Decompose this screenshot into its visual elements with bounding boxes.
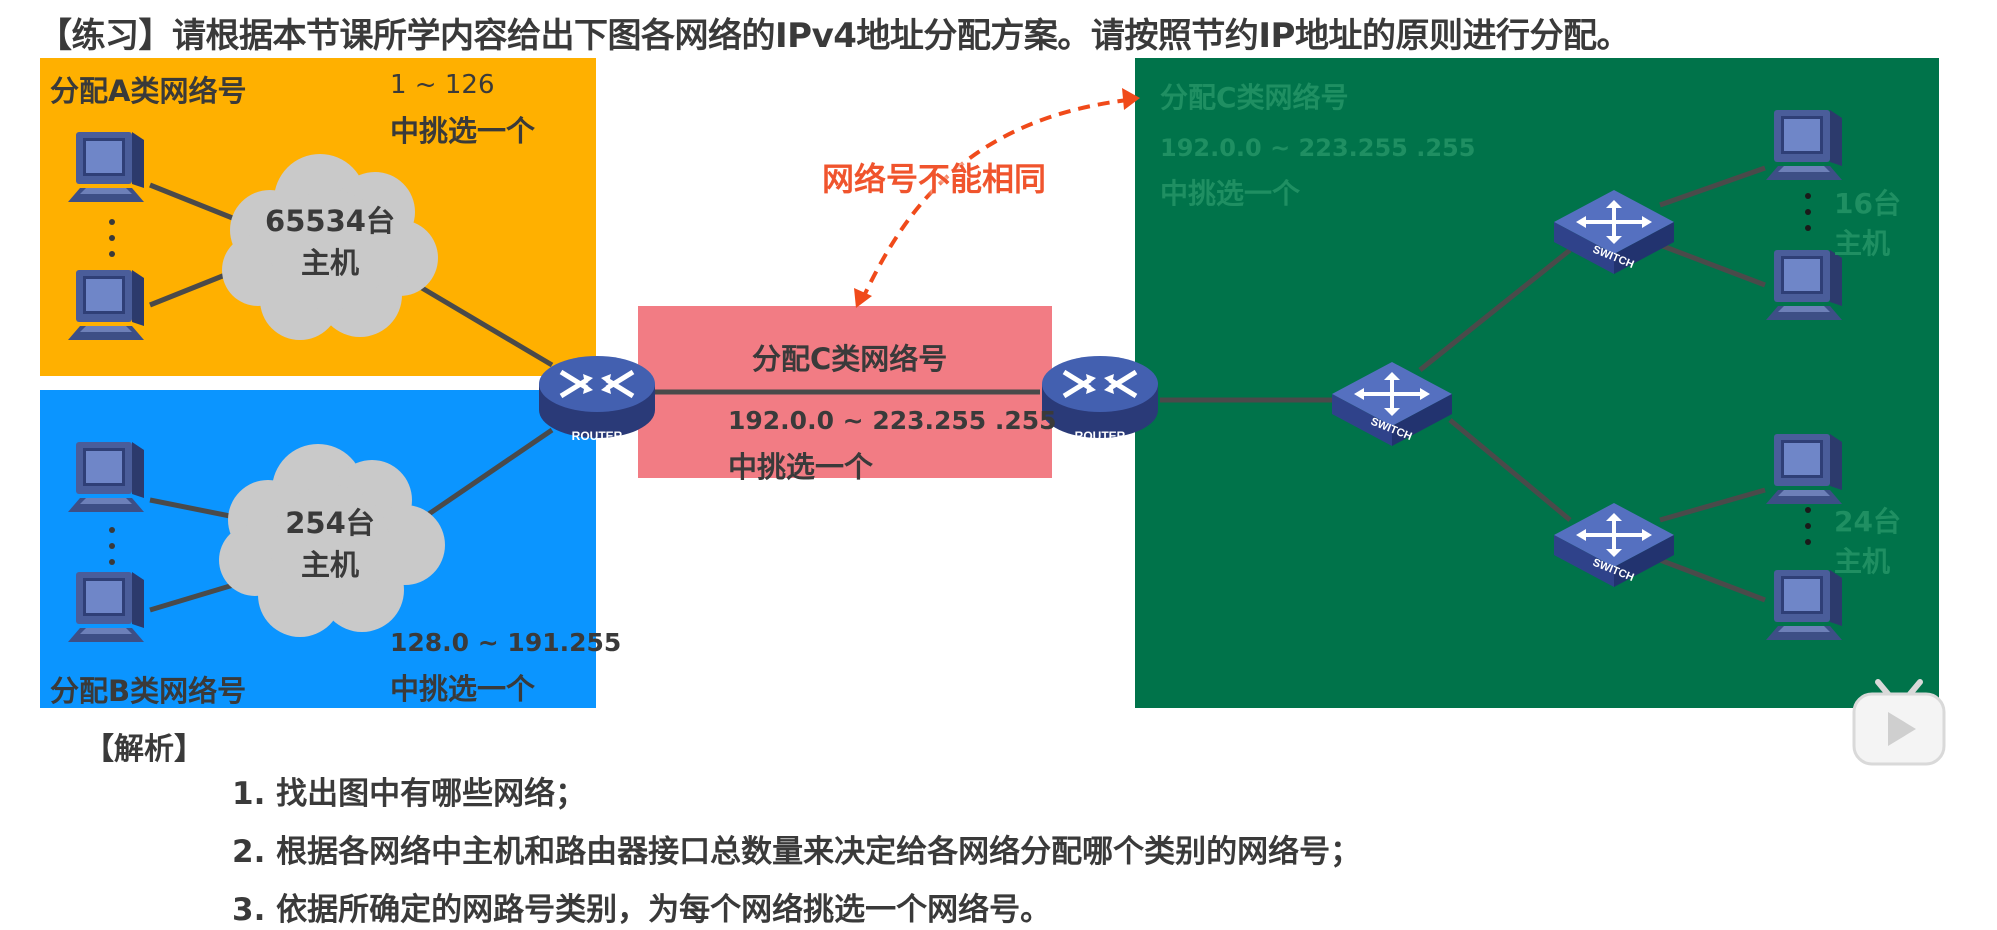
pc-icon xyxy=(1766,110,1842,180)
analysis-step: 1. 找出图中有哪些网络； xyxy=(232,776,587,812)
pc-icon xyxy=(68,270,144,340)
network-a-pick: 中挑选一个 xyxy=(390,114,536,148)
pc-icon xyxy=(68,132,144,202)
hosts-count: 254台 xyxy=(285,506,375,540)
pc-icon xyxy=(68,572,144,642)
pc-icon xyxy=(1766,434,1842,504)
dashed-arrow xyxy=(860,98,1129,301)
cloud-b xyxy=(219,444,445,637)
hosts-count: 24台 xyxy=(1834,505,1901,538)
hosts-count: 65534台 xyxy=(265,204,395,238)
cloud-a-hosts: 65534台 主机 xyxy=(245,200,415,284)
hosts-count: 16台 xyxy=(1834,187,1901,220)
pc-icon xyxy=(68,442,144,512)
network-c-middle-pick: 中挑选一个 xyxy=(728,450,874,484)
network-a-range: 1 ~ 126 xyxy=(390,70,495,100)
analysis-step: 3. 依据所确定的网路号类别，为每个网络挑选一个网络号。 xyxy=(232,892,1052,928)
cloud-a xyxy=(222,154,438,340)
router-icon xyxy=(539,356,655,438)
network-c-right-range: 192.0.0 ~ 223.255 .255 xyxy=(1160,134,1476,162)
hosts-unit: 主机 xyxy=(300,548,359,582)
pc-icon xyxy=(1766,250,1842,320)
pc-icon xyxy=(1766,570,1842,640)
network-c-middle-range: 192.0.0 ~ 223.255 .255 xyxy=(728,406,1057,435)
network-b-label: 分配B类网络号 xyxy=(50,674,247,708)
hosts-unit: 主机 xyxy=(1834,227,1891,260)
hosts-24: 24台 主机 xyxy=(1834,502,1901,582)
hosts-16: 16台 主机 xyxy=(1834,184,1901,264)
analysis-heading: 【解析】 xyxy=(84,732,204,767)
network-c-right-label: 分配C类网络号 xyxy=(1160,81,1349,114)
router-label: ROUTER xyxy=(572,429,623,443)
page-title: 【练习】请根据本节课所学内容给出下图各网络的IPv4地址分配方案。请按照节约IP… xyxy=(38,16,1630,56)
network-c-middle-label: 分配C类网络号 xyxy=(752,342,948,376)
router-label: ROUTER xyxy=(1075,429,1126,443)
network-b-pick: 中挑选一个 xyxy=(390,672,536,706)
analysis-step: 2. 根据各网络中主机和路由器接口总数量来决定给各网络分配哪个类别的网络号； xyxy=(232,834,1362,870)
arrow-head-icon xyxy=(854,288,872,308)
network-a-label: 分配A类网络号 xyxy=(50,74,247,108)
play-logo-icon[interactable] xyxy=(1850,676,1948,768)
network-c-right-pick: 中挑选一个 xyxy=(1160,177,1301,210)
hosts-unit: 主机 xyxy=(300,246,359,280)
router-icon xyxy=(1042,356,1158,438)
note-label: 网络号不能相同 xyxy=(822,160,1047,198)
hosts-unit: 主机 xyxy=(1834,545,1891,578)
cloud-b-hosts: 254台 主机 xyxy=(245,502,415,586)
network-b-range: 128.0 ~ 191.255 xyxy=(390,628,622,657)
arrow-head-icon xyxy=(1122,88,1140,110)
